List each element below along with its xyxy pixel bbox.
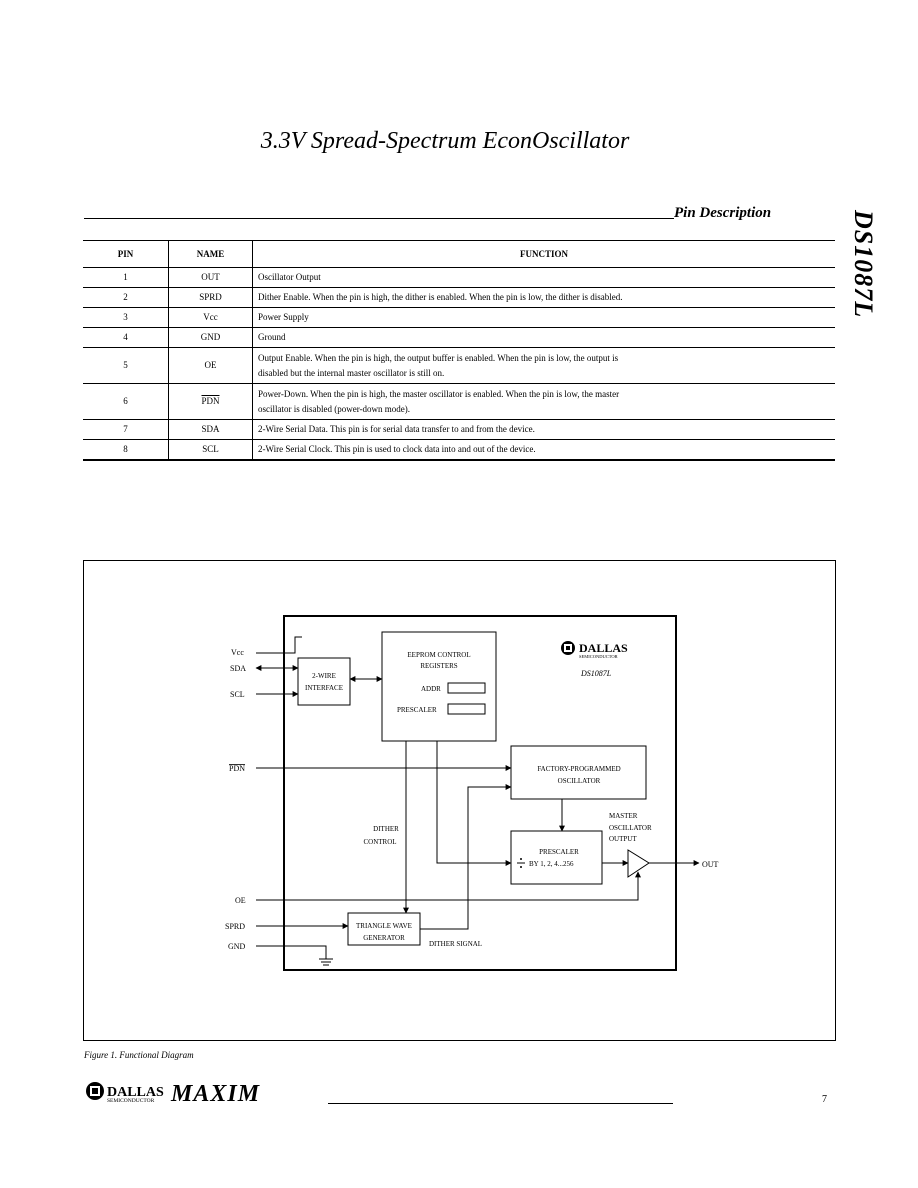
master-label-2: OSCILLATOR — [609, 824, 652, 832]
pin-number: 6 — [83, 383, 169, 420]
dither-signal-label: DITHER SIGNAL — [429, 940, 482, 948]
table-row: 1 OUT Oscillator Output — [83, 267, 835, 288]
triangle-label-1: TRIANGLE WAVE — [356, 922, 412, 930]
pin-number: 2 — [83, 287, 169, 308]
two-wire-label-2: INTERFACE — [305, 684, 343, 692]
dallas-logo: DALLAS SEMICONDUCTOR — [561, 641, 628, 659]
table-row: 7 SDA 2-Wire Serial Data. This pin is fo… — [83, 419, 835, 440]
eeprom-registers-block — [381, 631, 497, 742]
table-row: 5 OE Output Enable. When the pin is high… — [83, 347, 835, 384]
dither-control-label-1: DITHER — [373, 825, 399, 833]
header-pin: PIN — [83, 240, 169, 268]
pin-number: 3 — [83, 307, 169, 328]
factory-oscillator-block — [510, 745, 647, 800]
header-function: FUNCTION — [252, 240, 835, 268]
table-row: 4 GND Ground — [83, 327, 835, 348]
pin-name: SCL — [168, 439, 253, 461]
triangle-label-2: GENERATOR — [363, 934, 405, 942]
table-row: 3 Vcc Power Supply — [83, 307, 835, 328]
header-name: NAME — [168, 240, 253, 268]
pin-name: SDA — [168, 419, 253, 440]
addr-register — [447, 682, 486, 694]
chip-outline — [283, 615, 677, 971]
pin-function: Dither Enable. When the pin is high, the… — [252, 287, 835, 308]
section-rule — [84, 218, 674, 219]
pin-number: 1 — [83, 267, 169, 288]
functional-diagram: Vcc SDA SCL PDN OE SPRD GND 2-WIRE INTER… — [225, 615, 719, 971]
pin-label-vcc: Vcc — [231, 648, 244, 657]
prescaler-label-2: BY 1, 2, 4...256 — [529, 860, 574, 868]
pin-name: SPRD — [168, 287, 253, 308]
pin-label-sda: SDA — [230, 664, 246, 673]
svg-text:SEMICONDUCTOR: SEMICONDUCTOR — [107, 1098, 155, 1104]
pin-function: Ground — [252, 327, 835, 348]
prescaler-block — [510, 830, 603, 885]
section-heading: Pin Description — [674, 205, 772, 221]
prescaler-reg-label: PRESCALER — [397, 706, 437, 714]
dither-control-label-2: CONTROL — [363, 838, 396, 846]
pin-function: 2-Wire Serial Clock. This pin is used to… — [252, 439, 835, 461]
svg-text:DALLAS: DALLAS — [579, 641, 628, 655]
eeprom-label-1: EEPROM CONTROL — [407, 651, 470, 659]
pin-name: OE — [168, 347, 253, 384]
two-wire-interface-block — [297, 657, 351, 706]
pin-number: 5 — [83, 347, 169, 384]
pin-name: PDN — [168, 383, 253, 420]
functional-diagram-frame: Vcc SDA SCL PDN OE SPRD GND 2-WIRE INTER… — [83, 560, 836, 1041]
pin-number: 4 — [83, 327, 169, 348]
svg-text:MAXIM: MAXIM — [170, 1081, 261, 1104]
table-header-row: PIN NAME FUNCTION — [83, 240, 835, 268]
page-number: 7 — [822, 1094, 827, 1105]
pin-function: Power-Down. When the pin is high, the ma… — [252, 383, 835, 420]
pin-label-oe: OE — [235, 896, 246, 905]
table-row: 6 PDN Power-Down. When the pin is high, … — [83, 383, 835, 420]
table-row: 8 SCL 2-Wire Serial Clock. This pin is u… — [83, 439, 835, 461]
footer-logos: DALLAS SEMICONDUCTOR MAXIM — [86, 1081, 261, 1104]
divide-icon — [517, 858, 525, 868]
pin-name: OUT — [168, 267, 253, 288]
page-title: 3.3V Spread-Spectrum EconOscillator — [260, 128, 630, 154]
out-label: OUT — [702, 860, 719, 869]
pin-function: Output Enable. When the pin is high, the… — [252, 347, 835, 384]
svg-text:SEMICONDUCTOR: SEMICONDUCTOR — [579, 654, 618, 659]
pin-function: Power Supply — [252, 307, 835, 328]
pin-label-gnd: GND — [228, 942, 246, 951]
figure-caption: Figure 1. Functional Diagram — [84, 1050, 194, 1060]
pin-name: Vcc — [168, 307, 253, 328]
pin-label-sprd: SPRD — [225, 922, 245, 931]
maxim-logo: MAXIM — [170, 1081, 261, 1104]
side-part-label: DS1087L — [849, 210, 878, 319]
prescaler-register — [447, 703, 486, 715]
pin-number: 7 — [83, 419, 169, 440]
footer-rule — [328, 1103, 673, 1104]
pin-function: Oscillator Output — [252, 267, 835, 288]
pin-description-table: PIN NAME FUNCTION 1 OUT Oscillator Outpu… — [83, 240, 835, 461]
footer-dallas-logo: DALLAS SEMICONDUCTOR — [86, 1082, 164, 1104]
prescaler-label-1: PRESCALER — [539, 848, 579, 856]
two-wire-label-1: 2-WIRE — [312, 672, 336, 680]
master-label-3: OUTPUT — [609, 835, 637, 843]
pin-function: 2-Wire Serial Data. This pin is for seri… — [252, 419, 835, 440]
master-label-1: MASTER — [609, 812, 638, 820]
factory-label-1: FACTORY-PROGRAMMED — [537, 765, 620, 773]
addr-label: ADDR — [421, 685, 441, 693]
pin-label-pdn: PDN — [229, 764, 245, 773]
factory-label-2: OSCILLATOR — [558, 777, 601, 785]
table-row: 2 SPRD Dither Enable. When the pin is hi… — [83, 287, 835, 308]
eeprom-label-2: REGISTERS — [420, 662, 457, 670]
pin-number: 8 — [83, 439, 169, 461]
pin-name: GND — [168, 327, 253, 348]
part-number-label: DS1087L — [580, 669, 612, 678]
pin-label-scl: SCL — [230, 690, 245, 699]
svg-text:DALLAS: DALLAS — [107, 1085, 164, 1100]
